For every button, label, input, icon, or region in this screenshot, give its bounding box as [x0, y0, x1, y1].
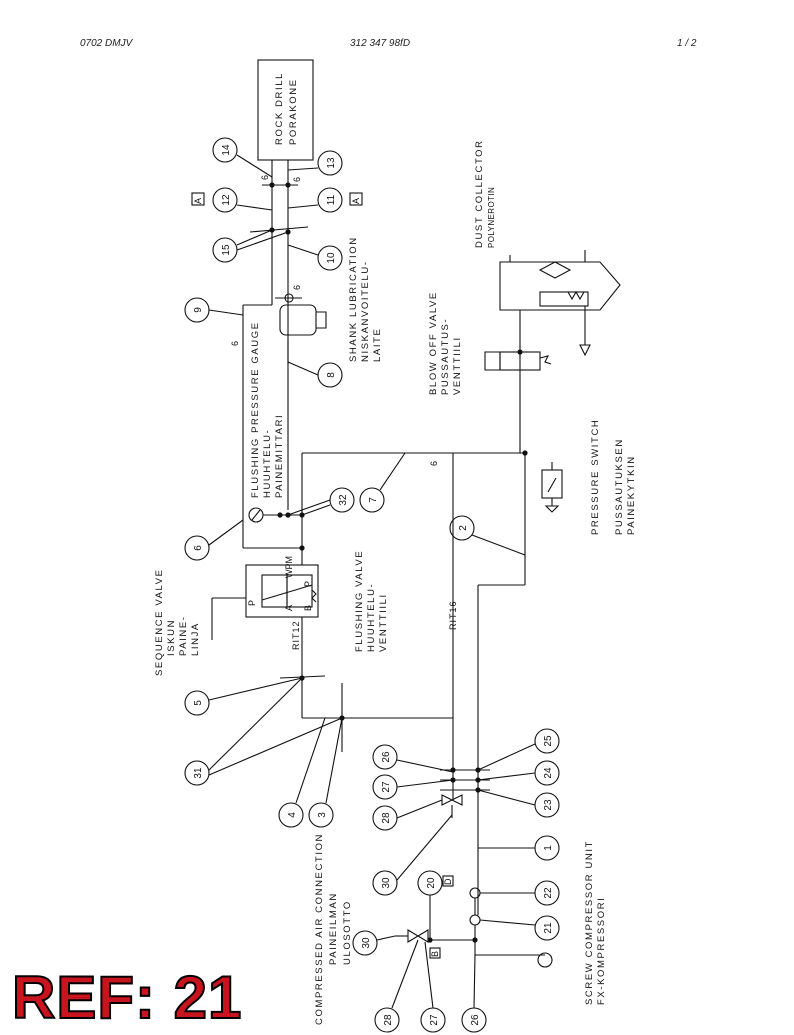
pressure-switch-symbol [541, 462, 563, 513]
blow-off-valve-label: BLOW OFF VALVE [428, 291, 439, 395]
box-a-right: A [351, 197, 361, 204]
compressor-connection [537, 952, 553, 968]
pressure-switch-label: PRESSURE SWITCH [590, 419, 601, 535]
callout-28-bottom: 28 [383, 1014, 394, 1026]
shank-lubricator [275, 293, 327, 336]
rock-drill-label: ROCK DRILL [274, 72, 285, 145]
callout-11: 11 [326, 194, 337, 205]
callout-14: 14 [221, 144, 232, 156]
callout-31: 31 [193, 767, 204, 779]
rock-drill-label-fi: PORAKONE [288, 78, 299, 145]
screw-compressor-label-fi: FX-KOMPRESSORI [596, 897, 607, 1005]
callout-8: 8 [326, 372, 337, 378]
dust-collector-label-fi: POLYNEROTIN [487, 187, 496, 248]
ball-valve-27 [407, 929, 429, 943]
box-d: D [443, 878, 453, 886]
check-valve-21 [469, 914, 481, 926]
compressed-air-connection-label-fi: PAINEILMAN [328, 892, 339, 965]
callout-6: 6 [193, 545, 204, 551]
blow-off-valve-label-fi-2: VENTTIILI [452, 336, 463, 395]
callout-22: 22 [543, 887, 554, 899]
callout-12: 12 [221, 194, 232, 206]
reference-label: REF: 21 [11, 964, 243, 1031]
flushing-pressure-gauge-label-fi: HUUHTELU- [262, 429, 273, 498]
rit16-label: RIT16 [448, 600, 458, 630]
callout-23: 23 [543, 799, 554, 811]
shank-lubrication-label: SHANK LUBRICATION [348, 236, 359, 362]
box-b: B [430, 950, 440, 957]
callout-30-bottom: 30 [361, 937, 372, 949]
document-number: 312 347 98fD [350, 38, 411, 49]
sequence-valve-label: SEQUENCE VALVE [154, 568, 165, 676]
rock-drill-box [257, 59, 314, 161]
screw-compressor-label: SCREW COMPRESSOR UNIT [584, 840, 595, 1005]
compressed-air-connection-label-fi-2: ULOSOTTO [342, 900, 353, 965]
port-wpm: WPM [284, 556, 294, 578]
hose-size-right: 6 [292, 176, 302, 182]
callout-24: 24 [543, 767, 554, 779]
callout-balloons [184, 137, 560, 1033]
flushing-pressure-gauge-label: FLUSHING PRESSURE GAUGE [250, 321, 261, 498]
dust-collector-label: DUST COLLECTOR [474, 139, 485, 248]
callout-26-bottom: 26 [470, 1014, 481, 1026]
flushing-valve-label: FLUSHING VALVE [354, 550, 365, 652]
flushing-pressure-gauge-label-fi-2: PAINEMITTARI [274, 414, 285, 498]
callout-26: 26 [381, 751, 392, 763]
dust-collector-symbol [499, 250, 621, 357]
pressure-switch-label-fi: PUSSAUTUKSEN [614, 438, 625, 535]
hose-size-lubrication: 6 [292, 284, 302, 290]
callout-10: 10 [326, 252, 337, 264]
compressed-air-connection-label: COMPRESSED AIR CONNECTION [314, 833, 325, 1025]
callout-32: 32 [338, 494, 349, 506]
flushing-valve-label-fi: HUUHTELU- [366, 583, 377, 652]
callout-5: 5 [193, 700, 204, 706]
callout-9: 9 [193, 307, 204, 313]
callout-13: 13 [326, 157, 337, 169]
pressure-switch-label-fi-2: PAINEKYTKIN [626, 455, 637, 535]
flushing-valve-label-fi-2: VENTTIILI [378, 593, 389, 652]
hose-size-main: 6 [429, 460, 439, 466]
hose-size-left: 6 [260, 174, 270, 180]
port-p-right: P [303, 581, 313, 587]
blow-off-valve-label-fi: PUSSAUTUS- [440, 318, 451, 395]
sequence-valve-label-fi: ISKUN [166, 619, 177, 656]
port-p-left: P [247, 600, 257, 606]
flushing-valve-block [245, 564, 319, 618]
callout-20: 20 [426, 877, 437, 889]
page-indicator: 1 / 2 [677, 38, 697, 49]
shank-lubrication-label-fi-2: LAITE [372, 328, 383, 362]
shank-lubrication-label-fi: NISKANVOITELU- [360, 260, 371, 362]
callout-28: 28 [381, 812, 392, 824]
callout-1: 1 [543, 845, 554, 851]
callout-15: 15 [221, 244, 232, 256]
callout-27-bottom: 27 [429, 1014, 440, 1026]
ball-valve-28 [441, 794, 463, 806]
box-a-left: A [193, 197, 203, 204]
callout-3: 3 [317, 812, 328, 818]
callout-2: 2 [458, 525, 469, 531]
callout-27: 27 [381, 781, 392, 793]
callout-25: 25 [543, 735, 554, 747]
sequence-valve-label-fi-2: PAINE- [178, 615, 189, 656]
sequence-valve-label-fi-3: LINJA [190, 622, 201, 656]
callout-4: 4 [287, 812, 298, 818]
callout-30: 30 [381, 877, 392, 889]
callout-21: 21 [543, 922, 554, 934]
port-a: A [284, 605, 294, 611]
document-code: 0702 DMJV [80, 38, 133, 49]
callout-7: 7 [368, 497, 379, 503]
hose-size-gauge: 6 [230, 340, 240, 346]
port-b: B [303, 605, 313, 611]
rit12-label: RIT12 [291, 620, 301, 650]
